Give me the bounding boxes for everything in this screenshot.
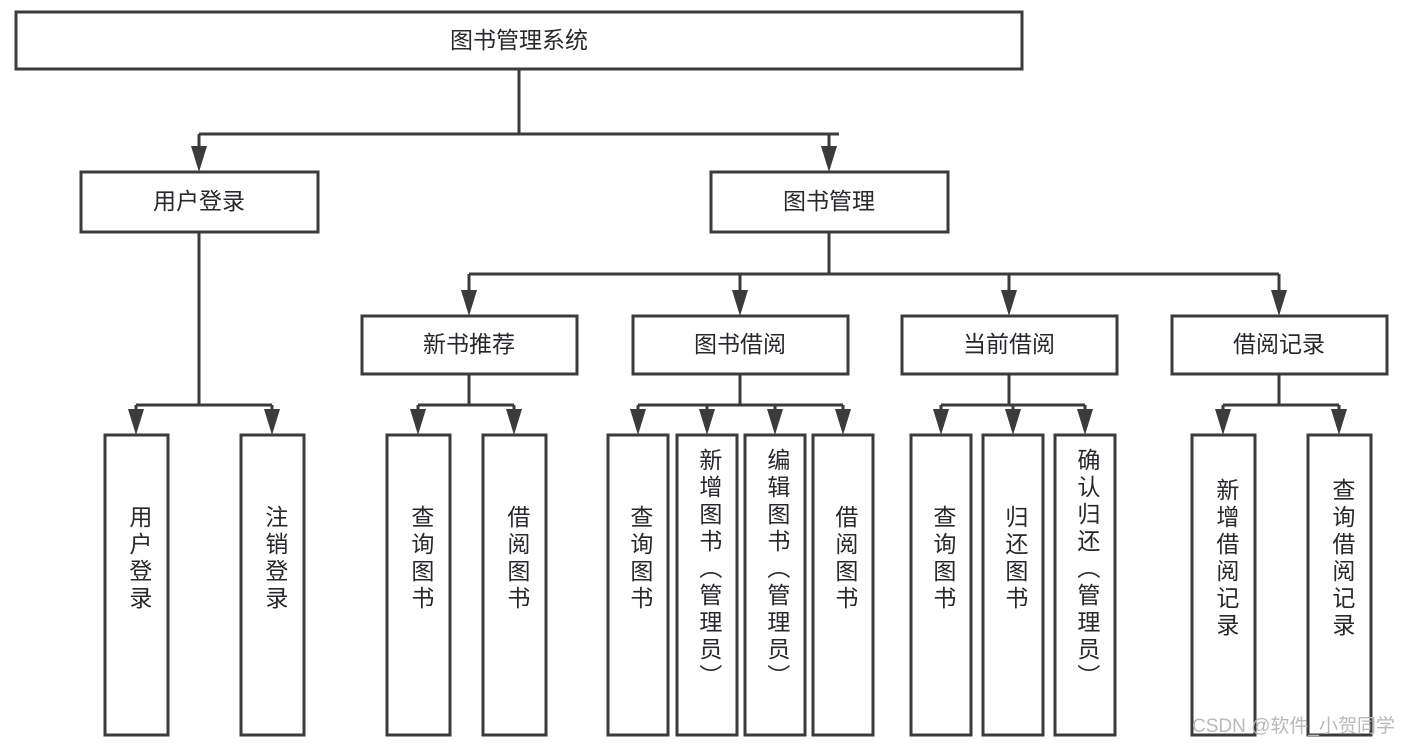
connector-current-borrow-bus [939,374,1087,412]
node-leaf-add-book-admin[interactable]: 新增图书（管理员） [675,433,739,737]
node-leaf-query-book-current[interactable]: 查询图书 [909,433,973,737]
arrow-to-book-borrow [732,290,748,316]
arrow-to-leaf-query-book-current [933,409,949,435]
arrow-to-leaf-query-book-borrow [630,409,646,435]
node-leaf-add-borrow-record-label: 新增借阅记录 [1213,478,1240,640]
node-borrow-record-label: 借阅记录 [1233,331,1325,357]
node-leaf-query-book-borrow-label: 查询图书 [627,505,654,613]
node-root-box [14,10,1024,71]
arrow-to-new-book-recommend [461,290,477,316]
node-leaf-query-book-recommend-box [385,433,452,737]
node-leaf-confirm-return-admin[interactable]: 确认归还（管理员） [1053,433,1117,737]
node-leaf-logout-login-label: 注销登录 [262,505,289,613]
node-leaf-query-book-recommend-label: 查询图书 [408,505,435,613]
node-leaf-borrow-book-recommend-box [481,433,548,737]
node-book-manage[interactable]: 图书管理 [709,170,950,234]
node-leaf-query-borrow-record[interactable]: 查询借阅记录 [1306,433,1373,737]
node-leaf-confirm-return-admin-box [1053,433,1117,737]
arrow-to-leaf-query-book-recommend [410,409,426,435]
node-root-label: 图书管理系统 [450,27,588,53]
node-leaf-borrow-book-recommend[interactable]: 借阅图书 [481,433,548,737]
arrow-to-book-manage [821,146,837,172]
node-leaf-borrow-book-borrow[interactable]: 借阅图书 [811,433,875,737]
node-user-login-label: 用户登录 [153,188,245,214]
arrow-to-leaf-add-book-admin [699,409,715,435]
node-current-borrow-label: 当前借阅 [963,331,1055,357]
node-leaf-add-borrow-record-box [1190,433,1257,737]
node-leaf-return-book[interactable]: 归还图书 [981,433,1045,737]
node-leaf-logout-login[interactable]: 注销登录 [239,433,306,737]
connector-book-manage-bus [467,232,1281,292]
arrow-to-leaf-return-book [1005,409,1021,435]
node-leaf-query-book-current-box [909,433,973,737]
node-leaf-edit-book-admin-label: 编辑图书（管理员） [764,448,791,691]
node-current-borrow-box [900,314,1119,376]
connector-new-book-recommend-bus [416,374,516,412]
arrow-to-leaf-borrow-book-borrow [835,409,851,435]
node-leaf-return-book-box [981,433,1045,737]
arrow-to-leaf-confirm-return-admin [1077,409,1093,435]
node-leaf-edit-book-admin-box [743,433,807,737]
arrow-to-user-login [191,146,207,172]
node-leaf-query-borrow-record-label: 查询借阅记录 [1329,478,1356,640]
connector-borrow-record-bus [1221,374,1341,412]
node-leaf-add-book-admin-label: 新增图书（管理员） [696,448,723,691]
node-root[interactable]: 图书管理系统 [14,10,1024,71]
node-leaf-query-borrow-record-box [1306,433,1373,737]
node-leaf-borrow-book-borrow-label: 借阅图书 [832,505,859,613]
connector-layer [128,69,1347,435]
node-new-book-recommend[interactable]: 新书推荐 [360,314,579,376]
node-leaf-query-book-borrow-box [606,433,670,737]
node-user-login-box [79,170,320,234]
node-user-login[interactable]: 用户登录 [79,170,320,234]
node-new-book-recommend-label: 新书推荐 [423,331,515,357]
arrow-to-leaf-add-borrow-record [1215,409,1231,435]
node-leaf-query-book-recommend[interactable]: 查询图书 [385,433,452,737]
node-leaf-user-login-box [103,433,170,737]
node-leaf-query-book-current-label: 查询图书 [930,505,957,613]
node-book-manage-box [709,170,950,234]
arrow-to-leaf-query-borrow-record [1331,409,1347,435]
node-borrow-record-box [1170,314,1389,376]
connector-book-borrow-bus [636,374,845,412]
arrow-to-leaf-edit-book-admin [767,409,783,435]
node-leaf-query-book-borrow[interactable]: 查询图书 [606,433,670,737]
node-book-borrow[interactable]: 图书借阅 [631,314,850,376]
arrow-to-borrow-record [1271,290,1287,316]
node-book-manage-label: 图书管理 [783,188,875,214]
node-leaf-user-login-label: 用户登录 [126,505,153,613]
node-leaf-add-book-admin-box [675,433,739,737]
node-borrow-record[interactable]: 借阅记录 [1170,314,1389,376]
arrow-to-current-borrow [1001,290,1017,316]
node-leaf-user-login[interactable]: 用户登录 [103,433,170,737]
node-book-borrow-label: 图书借阅 [694,331,786,357]
node-leaf-return-book-label: 归还图书 [1002,505,1029,613]
node-new-book-recommend-box [360,314,579,376]
arrow-to-leaf-user-login [128,409,144,435]
arrow-to-leaf-borrow-book-recommend [506,409,522,435]
node-leaf-borrow-book-recommend-label: 借阅图书 [504,505,531,613]
connector-user-login-bus [134,232,274,412]
arrow-to-leaf-logout-login [264,409,280,435]
node-book-borrow-box [631,314,850,376]
connector-root-bus [197,69,839,152]
node-leaf-edit-book-admin[interactable]: 编辑图书（管理员） [743,433,807,737]
node-leaf-confirm-return-admin-label: 确认归还（管理员） [1074,448,1101,691]
node-leaf-logout-login-box [239,433,306,737]
node-leaf-borrow-book-borrow-box [811,433,875,737]
node-current-borrow[interactable]: 当前借阅 [900,314,1119,376]
node-leaf-add-borrow-record[interactable]: 新增借阅记录 [1190,433,1257,737]
